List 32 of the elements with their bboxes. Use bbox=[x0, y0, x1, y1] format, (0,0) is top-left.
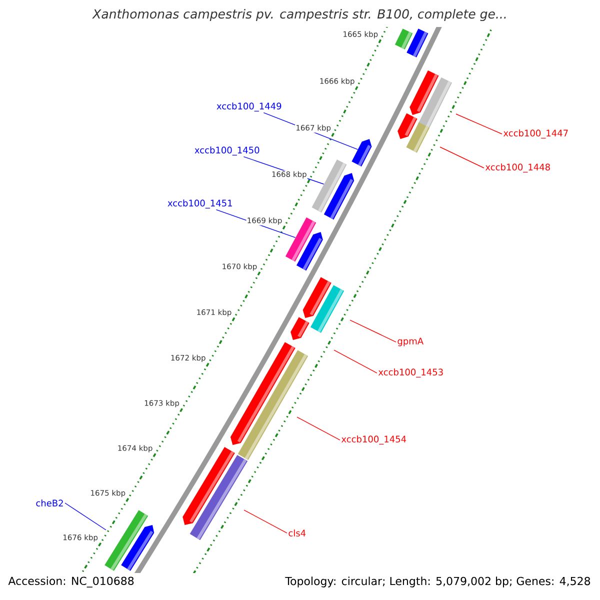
leader-line bbox=[244, 510, 288, 534]
gene-feature bbox=[394, 28, 413, 50]
gene-feature bbox=[418, 77, 452, 130]
footer-text: Topology: circular; Length: 5,079,002 bp; Genes: 4,528 bbox=[285, 576, 590, 588]
gene-label: cheB2 bbox=[36, 500, 63, 506]
leader-line bbox=[350, 320, 396, 342]
footer-text: Accession: NC_010688 bbox=[8, 576, 134, 588]
gene-label: xccb100_1454 bbox=[341, 436, 406, 444]
gene-feature bbox=[406, 28, 428, 58]
leader-line bbox=[296, 416, 340, 440]
gene-label: xccb100_1449 bbox=[216, 102, 282, 112]
gene-label: xccb100_1447 bbox=[503, 130, 568, 138]
gene-feature bbox=[296, 232, 323, 271]
gene-feature bbox=[406, 122, 430, 153]
gene-feature bbox=[121, 525, 154, 571]
gene-label: gpmA bbox=[398, 338, 424, 346]
leader-line bbox=[334, 350, 378, 374]
leader-line bbox=[64, 502, 106, 530]
gene-feature bbox=[324, 173, 354, 220]
gene-label: xccb100_1450 bbox=[194, 146, 260, 156]
gene-label: xccb100_1453 bbox=[378, 368, 443, 378]
gene-label: xccb100_1448 bbox=[485, 164, 550, 172]
gene-feature bbox=[290, 317, 310, 340]
gene-label: xccb100_1451 bbox=[168, 200, 232, 208]
gene-label: cls4 bbox=[288, 530, 306, 536]
leader-line bbox=[456, 114, 502, 134]
gene-feature bbox=[310, 285, 344, 333]
leader-line bbox=[440, 146, 484, 168]
title: Xanthomonas campestris pv. campestris str. B100, complete ge... bbox=[92, 8, 506, 22]
gene-feature bbox=[352, 139, 372, 167]
gene-feature bbox=[190, 454, 248, 540]
gene-feature bbox=[238, 350, 308, 460]
